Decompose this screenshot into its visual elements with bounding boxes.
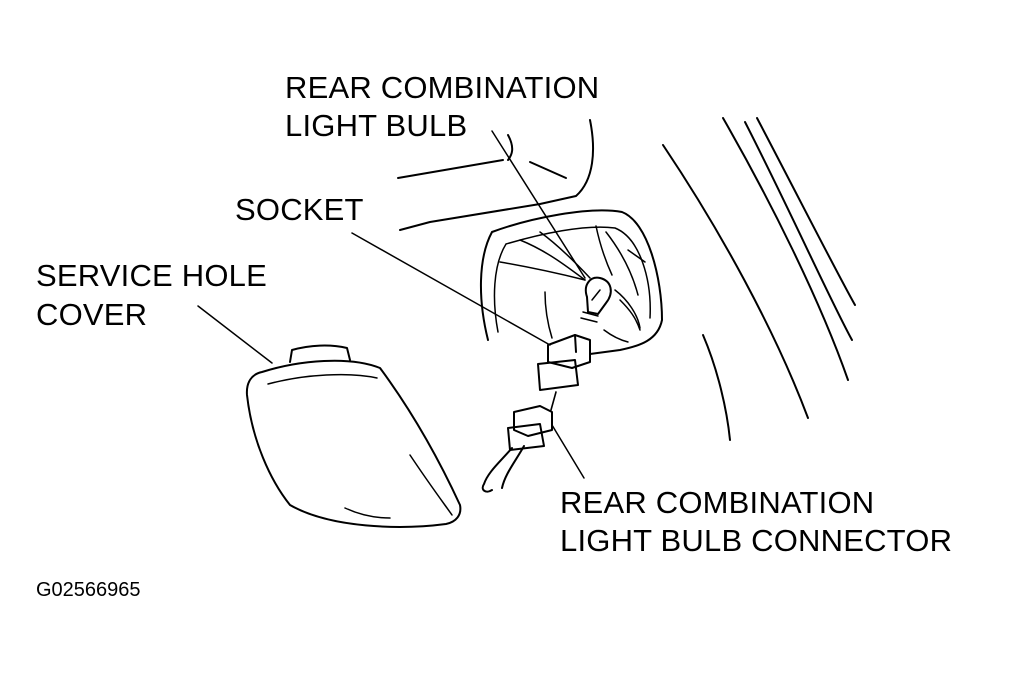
bulb-shape: [580, 276, 612, 323]
label-bulb-line2: LIGHT BULB: [285, 108, 468, 143]
label-cover-line1: SERVICE HOLE: [36, 258, 267, 293]
socket-shape: [537, 334, 591, 411]
service-hole-cover: [245, 344, 462, 528]
label-connector-line2: LIGHT BULB CONNECTOR: [560, 523, 953, 558]
panel-edge-lines: [397, 119, 595, 231]
service-hole-opening: [479, 209, 663, 355]
label-connector-line1: REAR COMBINATION: [560, 485, 875, 520]
label-socket: SOCKET: [235, 192, 364, 227]
label-bulb-line1: REAR COMBINATION: [285, 70, 600, 105]
body-panel-lines: [662, 117, 856, 441]
label-cover-line2: COVER: [36, 297, 148, 332]
leader-lines: [197, 130, 586, 479]
connector-shape: [481, 405, 553, 493]
figure-code: G02566965: [36, 579, 141, 601]
